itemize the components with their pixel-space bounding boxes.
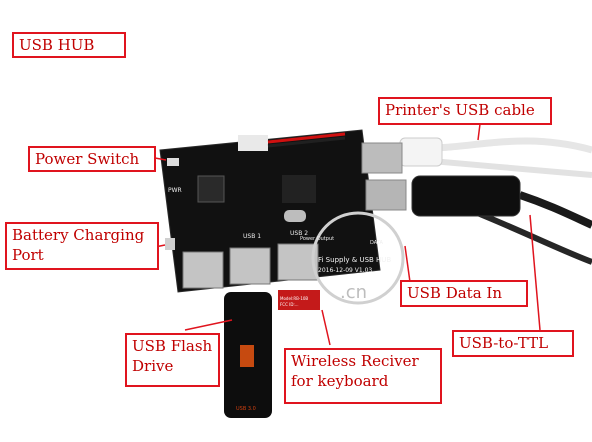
ttl-cable-2 <box>468 207 592 265</box>
jst-connector <box>238 135 268 151</box>
main-ic <box>282 175 316 203</box>
switch <box>167 158 179 166</box>
printer-usb-cable <box>419 137 592 154</box>
right-port-top <box>361 142 403 174</box>
usb-port-3 <box>277 243 319 281</box>
board-brand: Fi Supply & USB HUB <box>318 256 391 264</box>
arrow-wireless <box>321 309 331 346</box>
arrow-flash <box>184 319 233 331</box>
label-usb-to-ttl: USB-to-TTL <box>452 330 574 357</box>
board-watermark: .cn <box>340 282 367 303</box>
right-port-bottom <box>365 179 407 211</box>
arrow-power <box>154 157 167 161</box>
red-wire <box>267 132 346 144</box>
printer-usb-cable-2 <box>419 157 592 178</box>
board-usb1: USB 1 <box>243 233 261 240</box>
arrow-data-in <box>404 245 411 283</box>
receiver-model: Model:RB-10B <box>280 296 308 301</box>
inductor <box>197 175 225 203</box>
wireless-receiver <box>278 290 320 310</box>
magnifier <box>311 211 405 305</box>
label-usb-data-in: USB Data In <box>400 280 528 307</box>
board-pwr: PWR <box>168 187 182 194</box>
black-wire <box>267 136 346 148</box>
receiver-fcc: FCC ID:... <box>280 302 299 307</box>
board-data: DATA <box>370 240 383 246</box>
usb-to-ttl-dongle <box>411 175 521 217</box>
crystal <box>284 210 306 222</box>
label-usb-hub: USB HUB <box>12 32 126 58</box>
board-power-output: Power Output <box>300 236 334 242</box>
arrow-printer <box>477 123 481 141</box>
flash-usb3: USB 3.0 <box>236 406 256 412</box>
usb-port-2 <box>229 247 271 285</box>
arrow-ttl <box>529 214 541 331</box>
label-power-switch: Power Switch <box>28 146 156 172</box>
board-date: 2016-12-09 V1.03 <box>318 267 372 274</box>
board-usb2: USB 2 <box>290 230 308 237</box>
label-printer-cable: Printer's USB cable <box>378 97 552 125</box>
ttl-cable <box>518 191 592 229</box>
flash-logo <box>240 345 254 367</box>
battery-port <box>165 238 175 250</box>
printer-usb-plug <box>399 137 443 167</box>
usb-port-1 <box>182 251 224 289</box>
